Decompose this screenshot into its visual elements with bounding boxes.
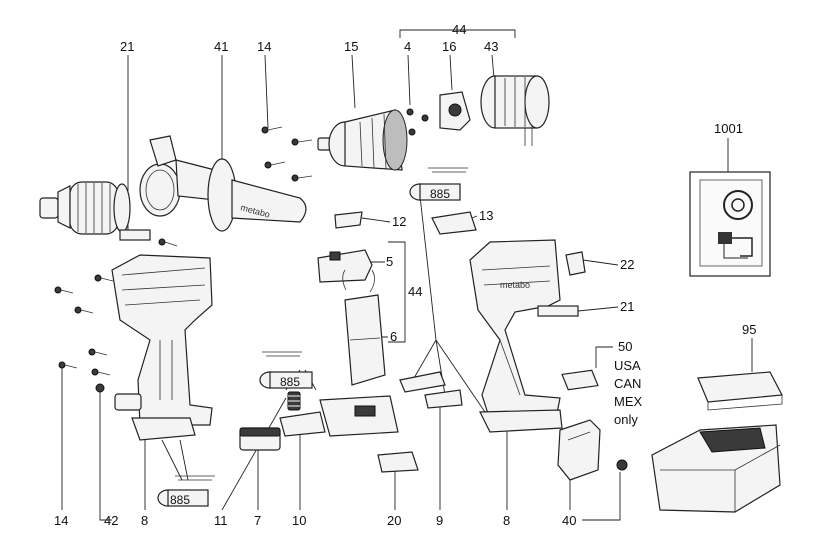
cap-12 (334, 211, 363, 229)
label-7: 7 (254, 513, 261, 528)
bearing-plate (439, 91, 471, 131)
label-1001: 1001 (714, 121, 743, 136)
label-9: 9 (436, 513, 443, 528)
market-note-line-3: MEX (614, 394, 643, 409)
label-8-right: 8 (503, 513, 510, 528)
label-10: 10 (292, 513, 306, 528)
label-6: 6 (390, 329, 397, 344)
housing-right: metabo (469, 239, 561, 421)
label-5: 5 (386, 254, 393, 269)
foot-left (131, 417, 196, 441)
label-13: 13 (479, 208, 493, 223)
svg-text:885: 885 (280, 375, 300, 389)
cap-13 (431, 211, 477, 235)
switch-5 (317, 249, 373, 283)
label-22: 22 (620, 257, 634, 272)
motor (480, 75, 550, 146)
label-20: 20 (387, 513, 401, 528)
screws-4 (406, 108, 429, 136)
label-42: 42 (104, 513, 118, 528)
spring-11 (287, 391, 301, 411)
label-21-top: 21 (120, 39, 134, 54)
label-12: 12 (392, 214, 406, 229)
market-note-line-4: only (614, 412, 638, 427)
side-handle: metabo (139, 135, 307, 232)
label-4: 4 (404, 39, 411, 54)
svg-text:885: 885 (430, 187, 450, 201)
label-41: 41 (214, 39, 228, 54)
label-stickers (537, 251, 599, 391)
label-44-mid: 44 (408, 284, 422, 299)
label-50: 50 (618, 339, 632, 354)
label-21-right: 21 (620, 299, 634, 314)
label-44-top: 44 (452, 22, 466, 37)
svg-text:885: 885 (170, 493, 190, 507)
part-labels: 21 41 14 15 4 16 43 44 1001 12 13 5 44 6… (54, 22, 756, 528)
housing-left (111, 229, 213, 426)
label-95: 95 (742, 322, 756, 337)
electronics-6 (342, 269, 386, 386)
grease-left: 885 (157, 475, 215, 507)
label-11: 11 (214, 513, 228, 528)
label-15: 15 (344, 39, 358, 54)
label-16: 16 (442, 39, 456, 54)
part-9 (399, 371, 463, 409)
market-note-line-1: USA (614, 358, 641, 373)
grease-mid: 885 (259, 351, 313, 389)
market-note: USA CAN MEX only (614, 358, 643, 427)
grease-top: 885 (409, 167, 468, 201)
svg-text:metabo: metabo (500, 280, 530, 290)
battery-plate-95 (697, 371, 783, 411)
clip-42 (114, 393, 142, 411)
label-43: 43 (484, 39, 498, 54)
foot-right (479, 409, 563, 433)
screws-left (54, 238, 178, 393)
gearbox (317, 109, 408, 171)
part-7 (239, 427, 281, 451)
battery-pack (651, 424, 781, 513)
circuit-inset (689, 171, 771, 277)
label-20 (377, 451, 419, 473)
lock-10 (279, 411, 326, 437)
drill-chuck (39, 181, 131, 235)
label-40: 40 (562, 513, 576, 528)
label-14-bottom: 14 (54, 513, 68, 528)
belt-clip-40 (557, 419, 628, 481)
market-note-line-2: CAN (614, 376, 641, 391)
battery-contact-board (319, 395, 399, 437)
label-14-top: 14 (257, 39, 271, 54)
label-8-left: 8 (141, 513, 148, 528)
screws-top (261, 126, 313, 182)
